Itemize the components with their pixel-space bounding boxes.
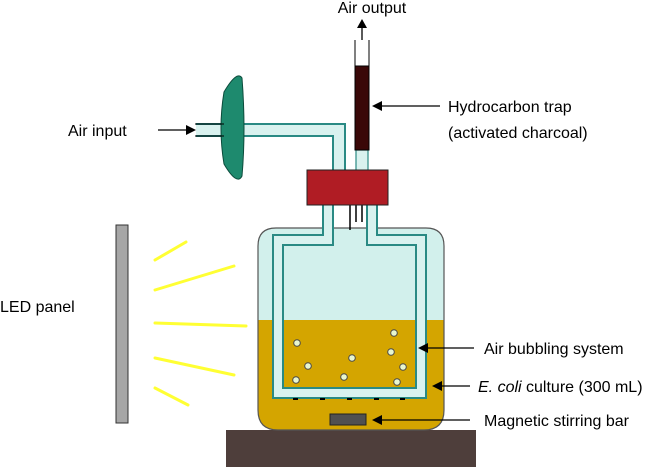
- culture-bottle: [257, 227, 445, 431]
- hydrocarbon-trap: [354, 65, 370, 151]
- culture-species: E. coli: [478, 379, 522, 396]
- culture-label: E. coli culture (300 mL): [478, 379, 643, 396]
- bubble: [387, 348, 395, 356]
- output-tube-top: [354, 40, 370, 66]
- bubble: [293, 339, 301, 347]
- magnetic-stirring-bar: [329, 413, 367, 426]
- trap-label-line2: (activated charcoal): [448, 125, 588, 142]
- light-ray: [153, 386, 190, 407]
- bubbling-pointer-arrow: [418, 343, 474, 353]
- air-holes: [293, 398, 405, 400]
- bottle-outline: [257, 227, 445, 431]
- air-input-label: Air input: [68, 123, 127, 140]
- headspace: [258, 228, 444, 320]
- bubble: [292, 376, 300, 384]
- cap-needles: [349, 204, 369, 230]
- led-panel: [115, 224, 129, 424]
- light-ray: [153, 321, 248, 328]
- led-panel-label: LED panel: [0, 299, 75, 316]
- bottle-cap: [306, 169, 389, 206]
- stirbar-pointer-arrow: [372, 415, 470, 425]
- valve-icon: [220, 75, 245, 180]
- light-ray: [153, 356, 236, 377]
- stirbar-label: Magnetic stirring bar: [484, 413, 630, 430]
- air-bubbles: [292, 329, 407, 386]
- light-ray: [153, 240, 188, 262]
- bubble: [304, 362, 312, 370]
- bubble: [340, 373, 348, 381]
- culture-rest: culture (300 mL): [522, 379, 643, 396]
- culture-pointer-arrow: [432, 381, 470, 391]
- light-ray: [153, 264, 236, 292]
- air-input-arrow: [158, 125, 196, 135]
- bubbling-label: Air bubbling system: [484, 341, 624, 358]
- bubbling-tube: [272, 204, 427, 399]
- light-rays: [153, 240, 248, 407]
- trap-pointer-arrow: [372, 101, 440, 111]
- culture-medium: [258, 320, 444, 430]
- arrows: [158, 19, 474, 425]
- air-output-arrow: [357, 19, 367, 40]
- trap-label-line1: Hydrocarbon trap: [448, 99, 572, 116]
- input-stub: [195, 123, 224, 137]
- bubble: [390, 329, 398, 337]
- output-tube-stub: [355, 149, 369, 173]
- bubble: [399, 363, 407, 371]
- bubble: [393, 378, 401, 386]
- bubble: [348, 354, 356, 362]
- air-output-label: Air output: [338, 0, 407, 17]
- stir-plate: [226, 430, 476, 467]
